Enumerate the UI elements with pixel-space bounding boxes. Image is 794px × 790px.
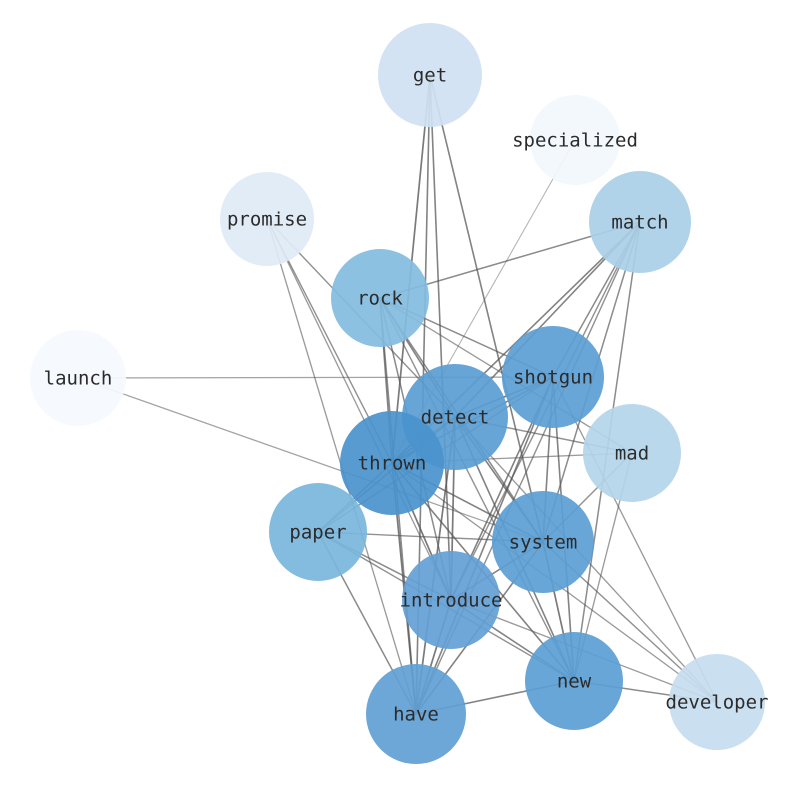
- graph-node-shotgun[interactable]: [502, 326, 604, 428]
- graph-edge: [415, 376, 554, 715]
- graph-node-match[interactable]: [589, 171, 691, 273]
- graph-node-introduce[interactable]: [402, 551, 500, 649]
- graph-node-specialized[interactable]: [530, 95, 620, 185]
- graph-node-developer[interactable]: [669, 654, 765, 750]
- graph-edge: [552, 376, 718, 703]
- graph-edge: [77, 377, 544, 543]
- graph-edge: [429, 74, 544, 543]
- graph-edge: [429, 74, 452, 601]
- graph-node-rock[interactable]: [331, 249, 429, 347]
- graph-node-paper[interactable]: [269, 483, 367, 581]
- graph-node-thrown[interactable]: [340, 411, 444, 515]
- graph-node-promise[interactable]: [220, 172, 314, 266]
- graph-node-mad[interactable]: [583, 404, 681, 502]
- graph-node-system[interactable]: [492, 491, 594, 593]
- nodes-layer: [30, 23, 765, 764]
- graph-node-get[interactable]: [378, 23, 482, 127]
- graph-node-launch[interactable]: [30, 330, 126, 426]
- graph-node-new[interactable]: [525, 632, 623, 730]
- edges-layer: [77, 74, 718, 715]
- graph-edge: [379, 297, 575, 682]
- graph-node-have[interactable]: [366, 664, 466, 764]
